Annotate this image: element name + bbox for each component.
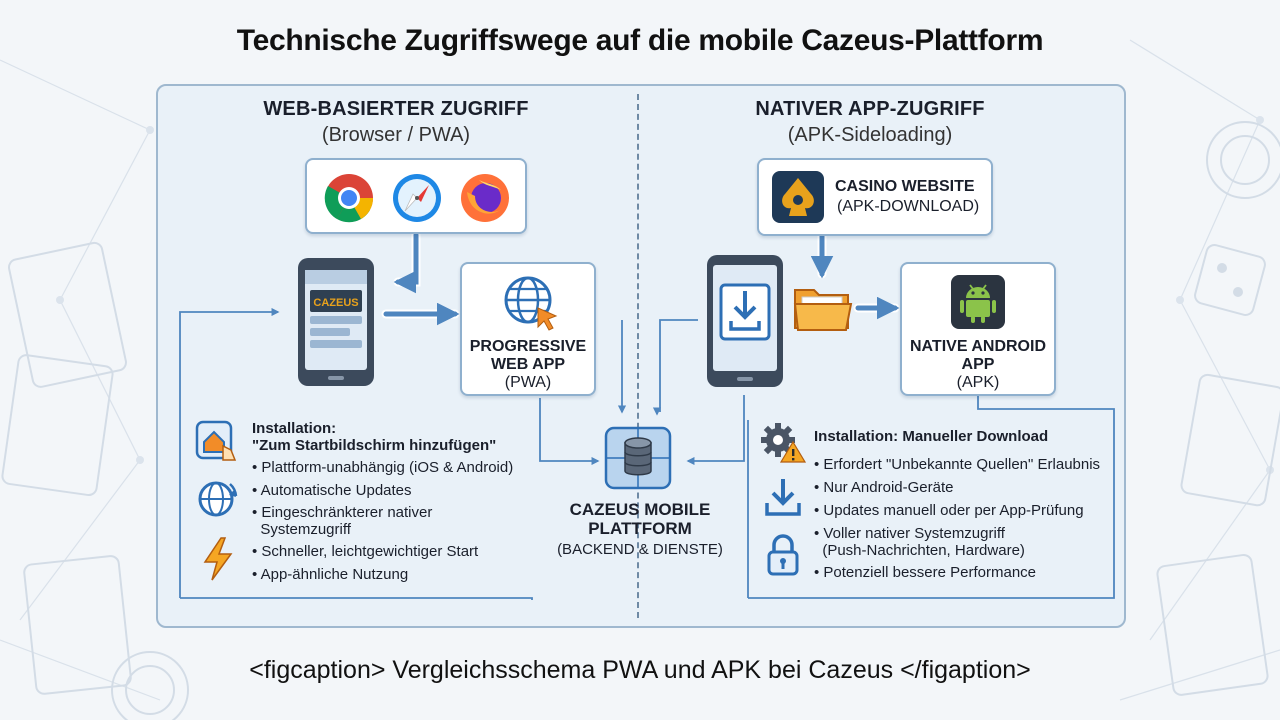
pwa-bullet-5: • Schneller, leichtgewichtiger Start (252, 543, 479, 560)
pwa-install-line1: Installation: (252, 420, 337, 437)
native-access-subtitle: (APK-Sideloading) (787, 124, 953, 146)
pwa-bullet-3: • Eingeschränkterer nativer (252, 504, 433, 521)
pwa-bullet-2: • Automatische Updates (252, 482, 412, 499)
lightning-icon (203, 537, 233, 581)
android-app-label-line3: (APK) (956, 374, 1000, 391)
globe-sync-icon (198, 481, 238, 517)
web-access-title: WEB-BASIERTER ZUGRIFF (263, 98, 529, 120)
apk-bullet-6: • Potenziell bessere Performance (814, 564, 1037, 581)
apk-bullet-4: • Voller nativer Systemzugriff (814, 525, 1005, 542)
platform-label-line1: CAZEUS MOBILE (569, 500, 711, 519)
apk-bullet-1: • Erfordert "Unbekannte Quellen" Erlaubn… (814, 456, 1101, 473)
pwa-label: PROGRESSIVE WEB APP (PWA) (462, 338, 594, 392)
pwa-card: PROGRESSIVE WEB APP (PWA) (460, 262, 596, 396)
phone-brand-label: CAZEUS (313, 297, 358, 309)
apk-bullet-3: • Updates manuell oder per App-Prüfung (814, 502, 1084, 519)
android-app-label-line2: APP (961, 356, 995, 373)
apk-bullet-2: • Nur Android-Geräte (814, 479, 954, 496)
pwa-bullet-4: Systemzugriff (252, 521, 351, 538)
apk-bullet-5: (Push-Nachrichten, Hardware) (814, 542, 1025, 559)
download-icon (765, 479, 801, 516)
android-icon (951, 275, 1005, 329)
pwa-install-line2: "Zum Startbildschirm hinzufügen" (252, 437, 497, 454)
safari-icon (393, 174, 441, 222)
globe-cursor-icon (504, 276, 558, 331)
lock-icon (767, 534, 799, 576)
android-app-label-line1: NATIVE ANDROID (910, 338, 1046, 355)
database-icon (604, 426, 672, 490)
figure-caption: <figcaption> Vergleichsschema PWA und AP… (249, 656, 1031, 684)
casino-logo-icon (772, 171, 824, 223)
web-access-heading: WEB-BASIERTER ZUGRIFF (Browser / PWA) (226, 98, 566, 147)
pwa-label-line2: WEB APP (490, 356, 566, 373)
casino-website-subtitle: (APK-DOWNLOAD) (837, 198, 980, 215)
home-touch-icon (195, 420, 237, 461)
pwa-label-line1: PROGRESSIVE (469, 338, 587, 355)
firefox-icon (461, 174, 509, 222)
pwa-bullet-6: • App-ähnliche Nutzung (252, 566, 409, 583)
native-access-title: NATIVER APP-ZUGRIFF (755, 98, 985, 120)
page-title: Technische Zugriffswege auf die mobile C… (236, 24, 1044, 57)
browser-card (305, 158, 527, 234)
platform-label: CAZEUS MOBILE PLATTFORM (BACKEND & DIENS… (545, 500, 735, 559)
casino-website-title: CASINO WEBSITE (835, 178, 975, 195)
phone-pwa: CAZEUS (298, 258, 374, 386)
pwa-bullet-1: • Plattform-unabhängig (iOS & Android) (252, 459, 514, 476)
casino-website-card: CASINO WEBSITE (APK-DOWNLOAD) (757, 158, 993, 236)
column-divider (637, 94, 639, 618)
gear-warning-icon (761, 423, 806, 463)
android-app-label: NATIVE ANDROID APP (APK) (902, 338, 1054, 392)
apk-install-heading: Installation: Manueller Download (814, 428, 1049, 445)
folder-icon (793, 289, 853, 331)
platform-label-line2: PLATTFORM (588, 519, 692, 538)
pwa-label-line3: (PWA) (504, 374, 552, 391)
native-access-heading: NATIVER APP-ZUGRIFF (APK-Sideloading) (700, 98, 1040, 147)
chrome-icon (324, 174, 374, 223)
web-access-subtitle: (Browser / PWA) (321, 124, 471, 146)
android-app-card: NATIVE ANDROID APP (APK) (900, 262, 1056, 396)
platform-label-line3: (BACKEND & DIENSTE) (557, 541, 723, 558)
phone-apk (707, 255, 783, 387)
